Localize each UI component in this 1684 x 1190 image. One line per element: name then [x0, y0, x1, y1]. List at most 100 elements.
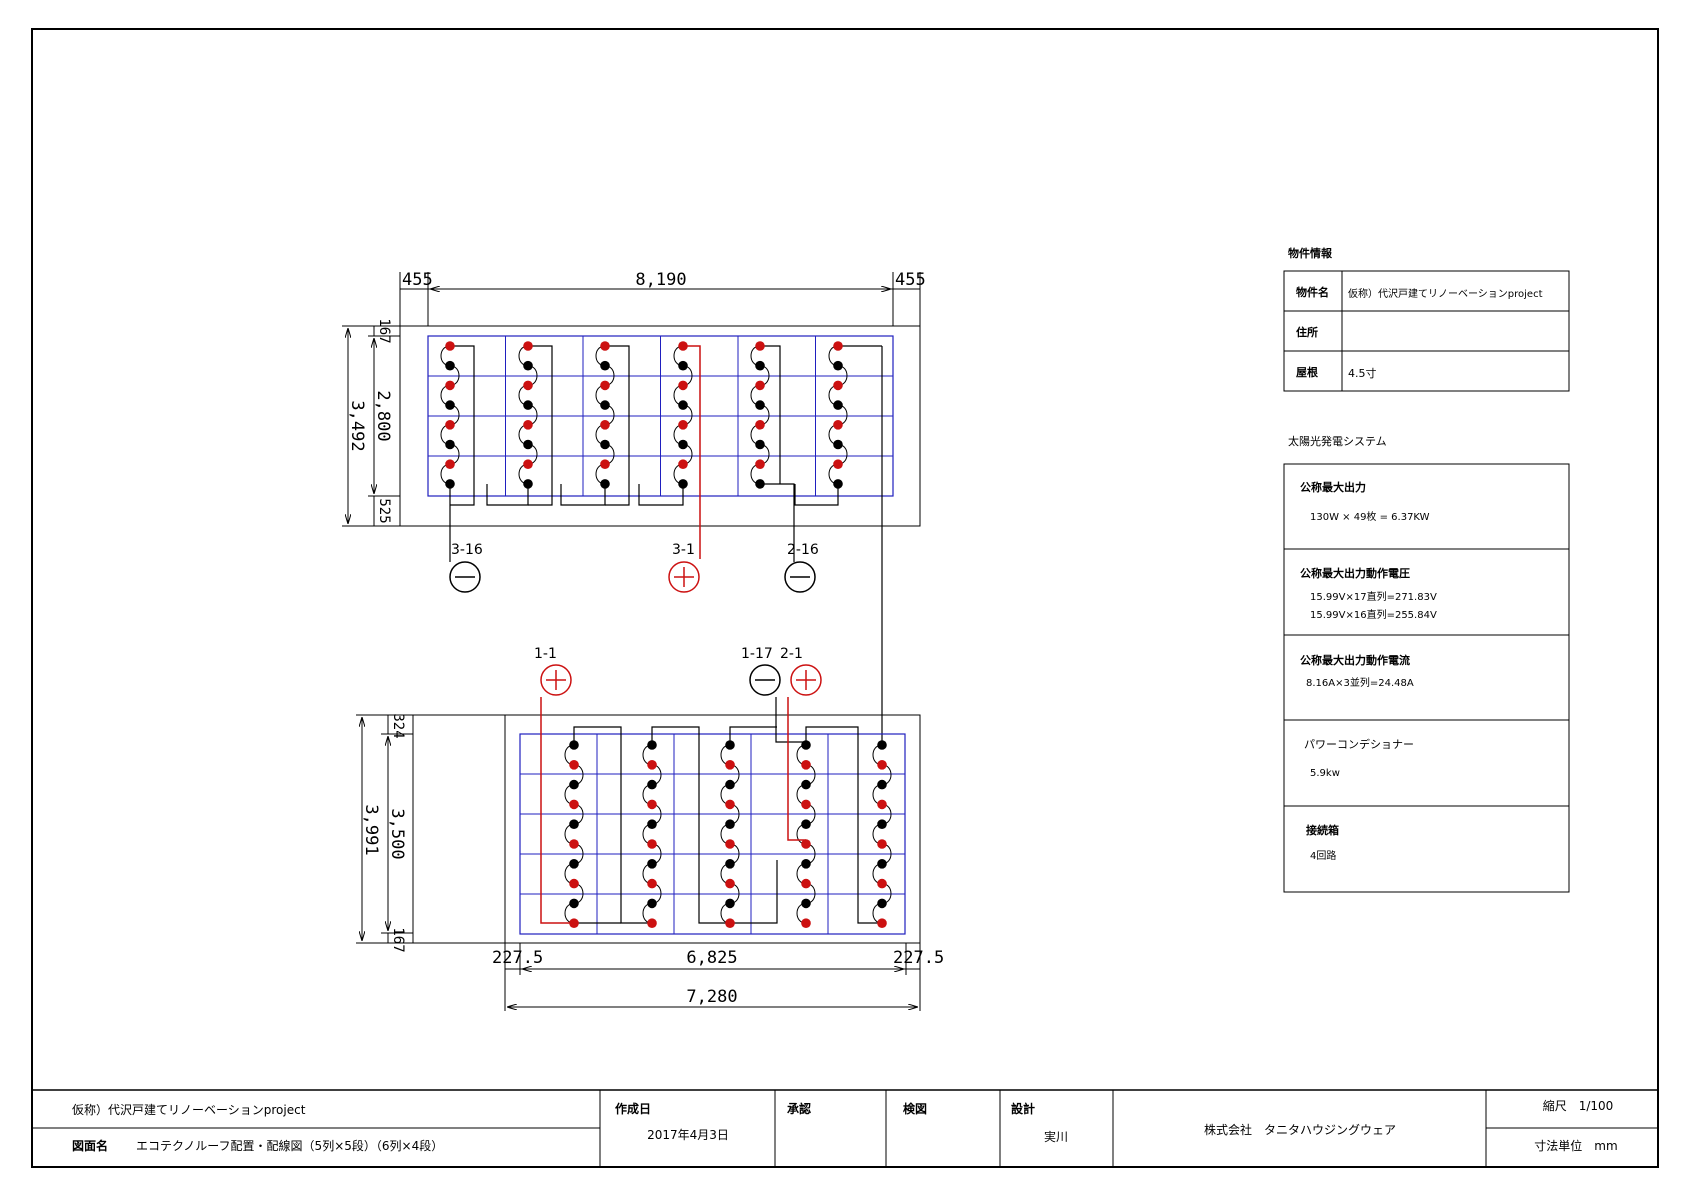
negative-terminal — [725, 779, 735, 790]
property-info: 物件情報 物件名 仮称）代沢戸建てリノーベーションproject 住所 屋根 4… — [1283, 246, 1570, 392]
negative-terminal — [569, 779, 579, 790]
upper-terminal-label: 3-16 — [451, 542, 483, 558]
string-cable — [573, 726, 652, 924]
system-section-line: 4回路 — [1310, 849, 1336, 862]
lower-dimensions: 3,991 3,500 324 167 227.5 6,825 227.5 7,… — [356, 713, 944, 1011]
negative-terminal — [569, 740, 579, 750]
positive-terminal — [877, 839, 887, 849]
lower-dim-height-inner: 3,500 — [387, 808, 407, 859]
positive-terminal — [877, 918, 887, 928]
negative-terminal — [755, 360, 765, 371]
property-value: 仮称）代沢戸建てリノーベーションproject — [1348, 287, 1543, 300]
system-section-title: 公称最大出力 — [1300, 480, 1366, 494]
negative-terminal — [877, 859, 887, 869]
positive-terminal — [755, 459, 765, 470]
negative-terminal — [801, 859, 811, 869]
positive-terminal — [801, 799, 811, 810]
check-label: 検図 — [903, 1101, 927, 1116]
negative-terminal — [725, 819, 735, 829]
system-section-line: 15.99V×16直列=255.84V — [1310, 608, 1437, 621]
positive-terminal — [647, 839, 657, 849]
system-section-title: パワーコンデショナー — [1304, 737, 1414, 751]
negative-terminal — [833, 439, 843, 450]
negative-terminal — [725, 740, 735, 750]
upper-dim-left: 455 — [402, 270, 433, 290]
system-heading: 太陽光発電システム — [1288, 434, 1387, 448]
positive-terminal — [877, 878, 887, 889]
negative-terminal — [755, 439, 765, 450]
string-cable — [638, 484, 684, 506]
design-label: 設計 — [1011, 1101, 1035, 1116]
positive-terminal — [600, 380, 610, 391]
positive-terminal — [755, 420, 765, 430]
negative-terminal — [833, 400, 843, 410]
title-drawing-name: エコテクノルーフ配置・配線図（5列×5段）（6列×4段） — [136, 1138, 443, 1153]
negative-terminal — [877, 898, 887, 909]
negative-terminal — [569, 859, 579, 869]
system-section-line: 130W × 49枚 = 6.37KW — [1310, 510, 1430, 523]
negative-terminal — [647, 859, 657, 869]
lower-dim-right: 227.5 — [893, 948, 944, 968]
positive-terminal — [523, 420, 533, 430]
negative-terminal — [801, 819, 811, 829]
panel-array-border — [519, 733, 906, 935]
solar-system-info: 太陽光発電システム 公称最大出力 130W × 49枚 = 6.37KW 公称最… — [1283, 434, 1570, 893]
string-cable — [651, 726, 730, 924]
positive-terminal — [647, 878, 657, 889]
lower-terminal-label: 2-1 — [780, 646, 803, 662]
negative-terminal — [445, 360, 455, 371]
positive-terminal — [801, 839, 811, 849]
property-label: 屋根 — [1296, 365, 1319, 379]
positive-terminal — [725, 760, 735, 770]
upper-dim-height-total: 3,492 — [347, 400, 367, 451]
negative-terminal — [755, 400, 765, 410]
string-cable — [560, 484, 606, 506]
upper-roof-outline — [399, 325, 921, 527]
created-label: 作成日 — [615, 1101, 651, 1116]
negative-terminal — [725, 859, 735, 869]
positive-terminal — [445, 380, 455, 391]
positive-terminal — [801, 760, 811, 770]
positive-terminal — [600, 420, 610, 430]
lower-dim-top-margin: 324 — [390, 713, 406, 738]
negative-terminal — [678, 479, 688, 489]
positive-terminal — [833, 380, 843, 391]
negative-terminal — [833, 479, 843, 489]
positive-terminal — [678, 380, 688, 391]
property-heading: 物件情報 — [1288, 246, 1333, 260]
lower-dim-width-total: 7,280 — [686, 987, 737, 1007]
system-section-title: 公称最大出力動作電流 — [1300, 653, 1410, 667]
negative-terminal — [678, 400, 688, 410]
negative-terminal — [600, 400, 610, 410]
positive-terminal — [725, 878, 735, 889]
positive-terminal — [445, 341, 455, 351]
designer-name: 実川 — [1044, 1129, 1068, 1144]
positive-terminal — [833, 420, 843, 430]
positive-terminal — [833, 341, 843, 351]
negative-terminal — [647, 779, 657, 790]
property-label: 物件名 — [1296, 285, 1329, 299]
lower-terminal-label: 1-1 — [534, 646, 557, 662]
drawing-frame — [31, 28, 1659, 1168]
positive-terminal — [445, 420, 455, 430]
upper-dim-height-inner: 2,800 — [373, 390, 393, 441]
positive-terminal — [877, 799, 887, 810]
positive-terminal — [801, 918, 811, 928]
system-section-line: 5.9kw — [1310, 768, 1340, 779]
system-section-line: 8.16A×3並列=24.48A — [1306, 676, 1414, 689]
upper-terminals: 3-16 3-1 2-16 — [449, 345, 819, 593]
lower-dim-left: 227.5 — [492, 948, 543, 968]
terminal-plus-icon — [790, 664, 822, 696]
upper-panel-terminals — [445, 341, 843, 489]
upper-dimensions: 455 8,190 455 3,492 2,800 167 525 — [342, 270, 926, 527]
negative-terminal — [523, 439, 533, 450]
positive-terminal — [523, 380, 533, 391]
negative-terminal — [877, 779, 887, 790]
negative-terminal — [801, 898, 811, 909]
string-cable — [729, 726, 777, 745]
lower-terminal-label: 1-17 — [741, 646, 773, 662]
company-name: 株式会社 タニタハウジングウェア — [1204, 1122, 1396, 1137]
terminal-plus-icon — [668, 561, 700, 593]
string-cable — [450, 345, 475, 506]
